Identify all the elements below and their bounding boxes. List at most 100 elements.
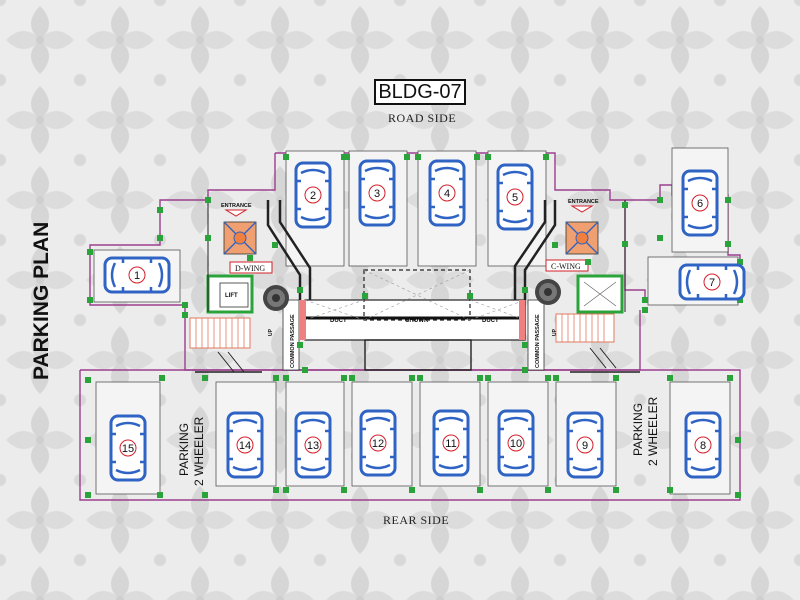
slot-number-badge [304,186,322,204]
lift-label-left: LIFT [225,293,238,299]
column-marker [205,235,211,241]
up-label-right: UP [552,328,558,336]
column-marker [642,297,648,303]
column-marker [667,375,673,381]
column-marker [205,197,211,203]
slot-number-badge [703,273,721,291]
column-marker [85,377,91,383]
parking-slot-3: 3 [358,159,396,227]
parking-slot-13: 13 [294,411,332,479]
car-windshield [686,418,720,472]
column-marker [87,249,93,255]
duct-label-left: DUCT [330,318,347,324]
column-marker [341,375,347,381]
parking-label-left: PARKING [177,423,191,476]
car-windshield [685,265,739,299]
common-passages: COMMON PASSAGE COMMON PASSAGE [282,299,545,371]
up-label-left: UP [268,328,274,336]
column-marker [349,375,355,381]
c-wing-label: C-WING [551,262,581,271]
column-marker [725,241,731,247]
column-marker [467,293,473,299]
column-marker [522,287,528,293]
column-marker [553,375,559,381]
two-wheeler-left: PARKING 2 WHEELER [177,416,206,486]
column-marker [415,154,421,160]
column-marker [202,375,208,381]
slot-number: 9 [582,440,588,452]
column-marker [283,375,289,381]
entrance-label-c: ENTRANCE [568,199,599,205]
column-marker [302,367,308,373]
car-windshield [296,168,330,222]
column-marker [727,375,733,381]
column-marker [85,492,91,498]
vent-icon [565,221,599,255]
chowk-label: CHOWK [405,318,429,324]
column-marker [622,241,628,247]
column-marker [485,154,491,160]
column-marker [247,255,253,261]
parking-slot-7: 7 [678,263,746,301]
two-wheeler-label-left: 2 WHEELER [192,416,206,486]
slot-number: 6 [697,198,703,210]
slot-number: 4 [444,188,450,200]
column-marker [474,154,480,160]
parking-label-right: PARKING [631,403,645,456]
slot-number: 1 [134,270,140,282]
common-passage-right: COMMON PASSAGE [535,314,541,368]
parking-plan-label-wrap: PARKING PLAN [30,222,53,380]
column-marker [182,312,188,318]
slot-number: 13 [307,440,319,452]
c-wing-entrance: ENTRANCE C-WING [545,199,599,272]
column-marker [737,297,743,303]
car-windshield [111,421,145,475]
round-pit-right [535,279,561,305]
parking-slot-4: 4 [428,159,466,227]
column-marker [202,492,208,498]
parking-slot-2: 2 [294,161,332,229]
slot-number-badge [507,434,525,452]
parking-slot-14: 14 [226,411,264,479]
lift-left: LIFT [206,274,254,314]
rear-inner-walls [195,200,640,373]
parking-slot-9: 9 [566,411,604,479]
columns [85,154,743,498]
column-marker [157,492,163,498]
column-marker [409,375,415,381]
d-wing-entrance: ENTRANCE D-WING [221,203,273,274]
slot-number-badge [369,434,387,452]
slot-number-badge [368,184,386,202]
parking-slot-12: 12 [359,409,397,477]
column-marker [182,302,188,308]
parking-slot-15: 15 [109,414,147,482]
column-marker [725,197,731,203]
column-marker [477,487,483,493]
slot-number: 10 [510,438,522,450]
slot-number: 3 [374,188,380,200]
slot-number-badge [438,184,456,202]
column-marker [85,437,91,443]
duct-label-right: DUCT [482,318,499,324]
slot-number-badge [119,439,137,457]
parking-slot-6: 6 [681,169,719,237]
entrance-arrow-icon [570,205,594,213]
car-windshield [430,166,464,220]
column-marker [272,242,278,248]
column-marker [622,202,628,208]
column-marker [735,437,741,443]
column-marker [552,242,558,248]
round-pit-left [263,285,289,311]
slot-number-badge [576,436,594,454]
parking-slot-8: 8 [684,411,722,479]
parking-slot-10: 10 [497,409,535,477]
lift-right [576,274,624,314]
slot-number: 2 [310,190,316,202]
car-windshield [683,176,717,230]
car-windshield [360,166,394,220]
column-marker [344,154,350,160]
car-windshield [296,418,330,472]
stair-icon: UP [189,317,274,373]
column-marker [404,154,410,160]
